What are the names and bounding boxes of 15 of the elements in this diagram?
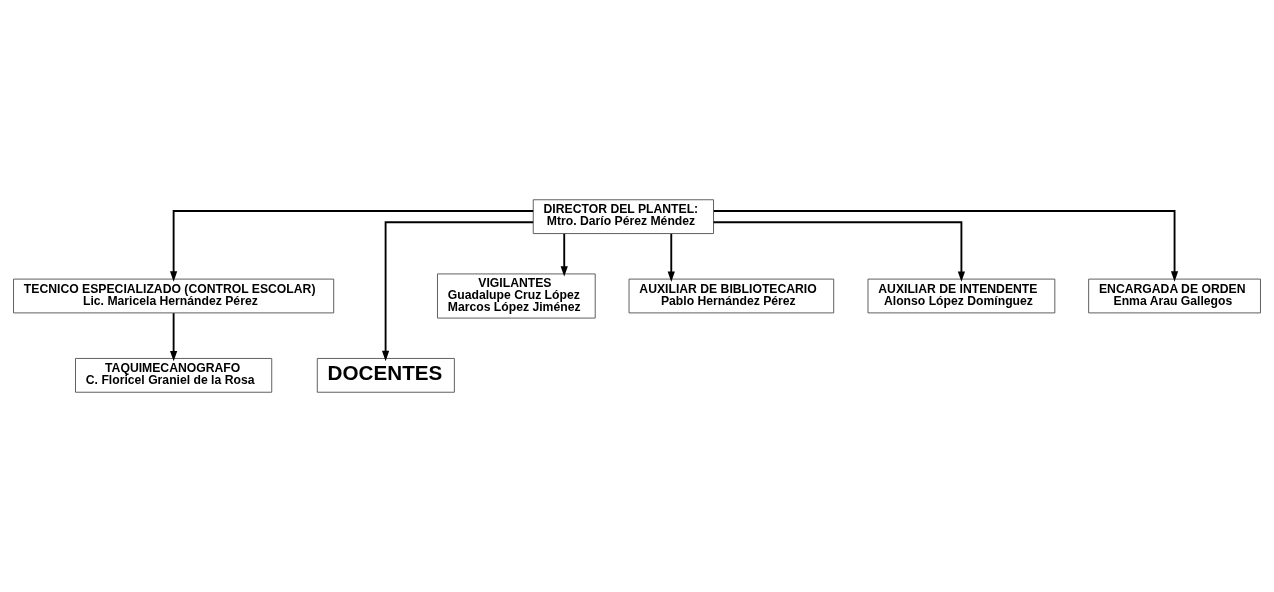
arrow [560, 232, 568, 277]
node-box: VIGILANTES Guadalupe Cruz López Marcos López Jiménez [437, 273, 596, 319]
node-box: DOCENTES [316, 357, 455, 393]
arrow [712, 210, 1179, 282]
node-box: AUXILIAR DE BIBLIOTECARIO Pablo Hernández Pérez [628, 278, 835, 314]
arrow [712, 221, 966, 282]
node-box: TAQUIMECANOGRAFO C. Floricel Graniel de la Rosa [75, 357, 273, 393]
arrow [667, 232, 675, 282]
node-box: TECNICO ESPECIALIZADO (CONTROL ESCOLAR) Lic. Maricela Hernández Pérez [13, 278, 335, 314]
node-box: DIRECTOR DEL PLANTEL: Mtro. Darío Pérez Méndez [532, 199, 714, 235]
arrow [381, 221, 535, 362]
node-box: ENCARGADA DE ORDEN Enma Arau Gallegos [1088, 278, 1261, 314]
arrow [170, 312, 178, 362]
arrow [170, 210, 535, 282]
node-box: AUXILIAR DE INTENDENTE Alonso López Domínguez [867, 278, 1056, 314]
